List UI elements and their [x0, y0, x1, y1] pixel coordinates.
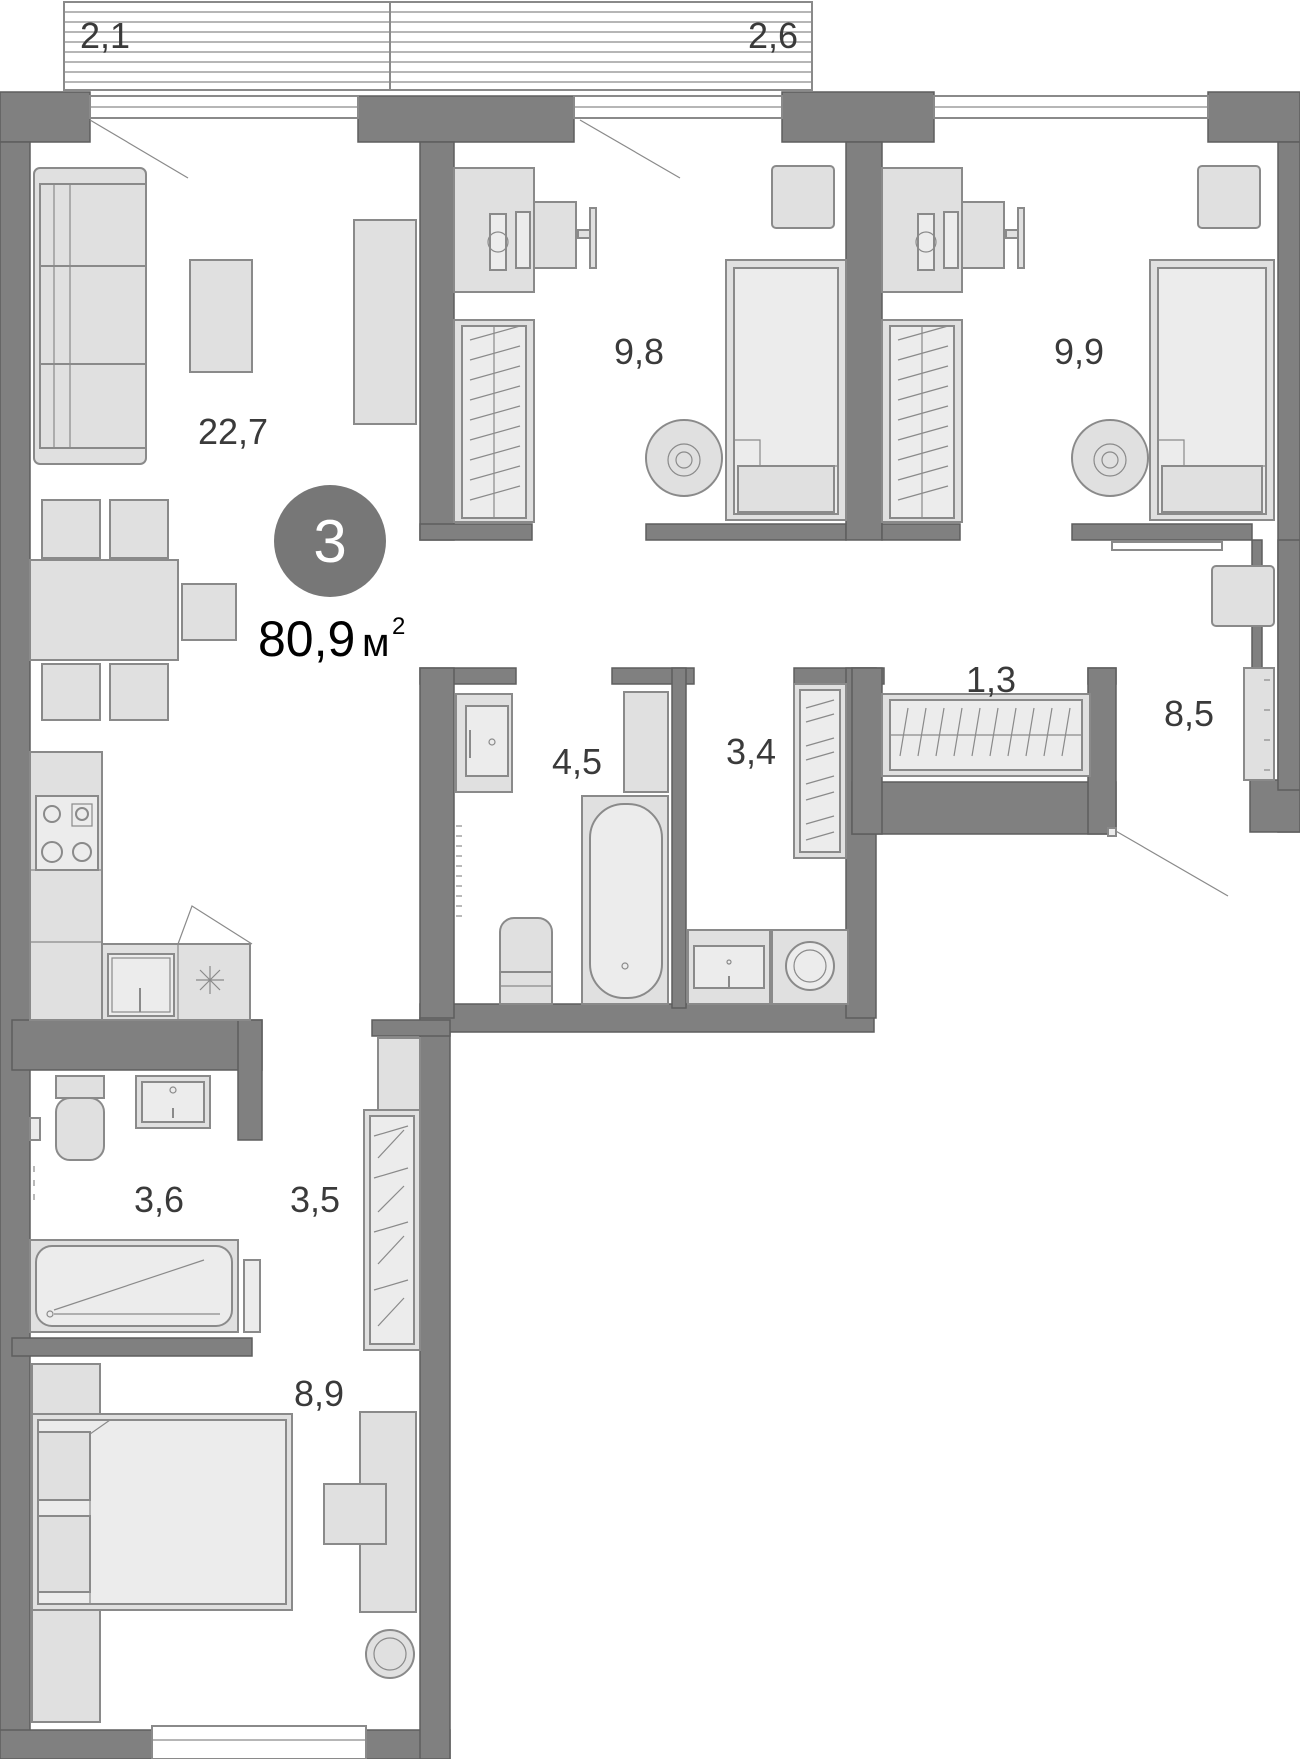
kitchen-counter — [29, 751, 253, 1021]
area-labels: 2,1 2,6 22,7 9,8 9,9 4,5 3,4 1,3 8,5 3,6… — [80, 15, 1214, 1414]
toilet-icon — [499, 917, 553, 1005]
storage-closet — [881, 693, 1091, 777]
area-corridor: 3,5 — [290, 1179, 340, 1220]
area-bedroom-2: 9,9 — [1054, 331, 1104, 372]
bathtub-icon — [29, 1166, 261, 1333]
area-balcony-left: 2,1 — [80, 15, 130, 56]
tv-stand-icon — [353, 219, 417, 425]
washbasin-icon — [687, 929, 771, 1005]
area-hallway: 8,5 — [1164, 693, 1214, 734]
bathroom-main — [455, 691, 669, 1005]
bathroom-small — [29, 1075, 261, 1333]
sofa-icon — [33, 167, 147, 465]
shoe-rack-icon — [1243, 667, 1275, 781]
bed-icon — [1149, 259, 1275, 521]
total-area-unit-sup: 2 — [392, 613, 405, 640]
nightstand-icon — [31, 1363, 101, 1415]
living-kitchen — [29, 167, 417, 1021]
rooms-count: 3 — [313, 508, 346, 575]
chair-round-icon — [645, 419, 723, 497]
bed-icon — [725, 259, 847, 521]
area-bathroom-main: 4,5 — [552, 741, 602, 782]
area-bedroom-1: 9,8 — [614, 331, 664, 372]
nightstand-icon — [1197, 165, 1261, 229]
desk-icon — [453, 167, 597, 293]
washbasin-icon — [135, 1075, 211, 1129]
pouf-icon — [1211, 565, 1275, 627]
washing-machine-icon — [771, 929, 849, 1005]
coffee-table-icon — [189, 259, 253, 373]
floor-lamp-icon — [365, 1629, 415, 1679]
area-storage: 1,3 — [966, 659, 1016, 700]
wardrobe-icon — [363, 1109, 421, 1351]
window-bottom — [151, 1725, 367, 1759]
bathtub-icon — [581, 795, 669, 1005]
shelving-icon — [793, 683, 847, 859]
area-bedroom-3: 8,9 — [294, 1373, 344, 1414]
area-balcony-right: 2,6 — [748, 15, 798, 56]
toilet-icon — [55, 1075, 105, 1161]
bedroom-1 — [453, 165, 847, 523]
balcony — [63, 1, 813, 91]
wardrobe-icon — [881, 319, 963, 523]
shoe-cabinet-icon — [377, 1037, 421, 1111]
chair-round-icon — [1071, 419, 1149, 497]
desk-icon — [881, 167, 1025, 293]
total-area-unit: м — [362, 621, 390, 665]
chair-icon — [323, 1483, 387, 1545]
cabinet-icon — [623, 691, 669, 793]
window-top-3 — [933, 95, 1209, 119]
total-area-value: 80,9 — [258, 611, 355, 667]
bedroom-3 — [31, 1363, 417, 1723]
rooms-count-badge: 3 — [274, 485, 386, 597]
towel-rail-icon — [456, 825, 462, 917]
bedroom-2 — [881, 165, 1275, 523]
double-bed-icon — [31, 1413, 293, 1611]
laundry — [687, 683, 849, 1005]
total-area: 80,9 м 2 — [258, 611, 405, 667]
stove-icon — [35, 795, 99, 871]
area-bathroom-small: 3,6 — [134, 1179, 184, 1220]
walls — [0, 91, 1300, 1759]
window-top-2 — [573, 95, 783, 119]
nightstand-icon — [31, 1609, 101, 1723]
window-top-1 — [89, 95, 359, 119]
nightstand-icon — [771, 165, 835, 229]
hallway — [1211, 565, 1275, 781]
area-laundry: 3,4 — [726, 731, 776, 772]
fridge-icon — [177, 905, 253, 994]
dining-table-icon — [29, 499, 237, 721]
washbasin-icon — [455, 693, 513, 793]
wardrobe-icon — [453, 319, 535, 523]
area-living-kitchen: 22,7 — [198, 411, 268, 452]
sink-icon — [107, 953, 175, 1017]
corridor — [363, 1037, 421, 1351]
